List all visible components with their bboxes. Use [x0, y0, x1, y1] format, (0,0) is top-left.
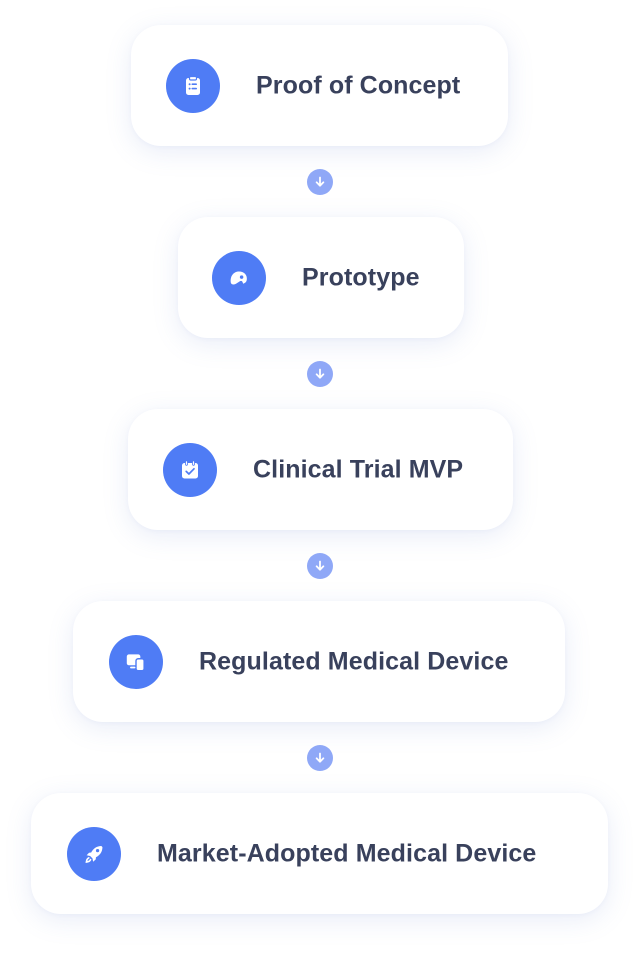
step-card-prototype: Prototype [178, 217, 464, 338]
step-label: Prototype [302, 263, 420, 291]
step-label: Clinical Trial MVP [253, 455, 464, 483]
step-card-regulated-medical-device: Regulated Medical Device [73, 601, 565, 722]
arrow-down-icon [307, 745, 333, 771]
clipboard-list-icon [166, 58, 220, 113]
devices-icon [109, 634, 163, 689]
step-card-market-adopted-medical-device: Market-Adopted Medical Device [31, 793, 608, 914]
calendar-check-icon [163, 442, 217, 497]
step-label: Regulated Medical Device [199, 647, 509, 675]
step-card-proof-of-concept: Proof of Concept [131, 25, 508, 146]
prototype-head-icon [212, 250, 266, 305]
arrow-down-icon [307, 169, 333, 195]
rocket-icon [67, 826, 121, 881]
step-label: Market-Adopted Medical Device [157, 839, 537, 867]
step-label: Proof of Concept [256, 71, 461, 99]
arrow-down-icon [307, 361, 333, 387]
step-card-clinical-trial-mvp: Clinical Trial MVP [128, 409, 513, 530]
arrow-down-icon [307, 553, 333, 579]
